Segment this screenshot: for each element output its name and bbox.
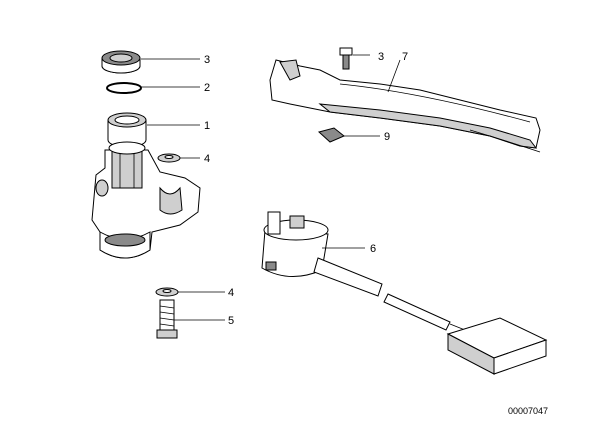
leader-lines <box>141 54 401 321</box>
connector-plug-part <box>446 317 548 375</box>
ignition-switch-part <box>261 211 329 278</box>
lock-cylinder-assembly <box>91 50 201 259</box>
lock-housing-part <box>91 141 201 259</box>
clip-part <box>317 127 345 143</box>
cap-ring-part <box>101 50 141 74</box>
callout-washer-upper: 4 <box>204 153 210 165</box>
callout-o-ring: 2 <box>204 82 210 94</box>
cable-part <box>313 257 471 333</box>
o-ring-part <box>106 82 142 94</box>
callout-washer-lower: 4 <box>228 287 234 299</box>
washer-upper-part <box>157 153 181 163</box>
bolt-part <box>156 299 178 339</box>
cylinder-part <box>107 112 147 148</box>
lever-part <box>269 59 541 153</box>
callout-ignition-switch: 6 <box>370 243 376 255</box>
bolt-assembly <box>155 287 179 339</box>
washer-lower-part <box>155 287 179 297</box>
callout-clip: 9 <box>384 131 390 143</box>
ignition-switch-assembly <box>261 211 548 375</box>
callout-screw-upper: 3 <box>378 51 384 63</box>
switch-lever-assembly <box>269 47 541 153</box>
callout-bolt: 5 <box>228 315 234 327</box>
screw-upper-part <box>339 47 353 70</box>
callout-lever: 7 <box>402 51 408 63</box>
callout-labels: 3 2 1 4 3 7 9 6 4 5 <box>204 51 408 327</box>
document-id: 00007047 <box>508 406 548 416</box>
callout-cap-ring: 3 <box>204 54 210 66</box>
callout-cylinder: 1 <box>204 120 210 132</box>
